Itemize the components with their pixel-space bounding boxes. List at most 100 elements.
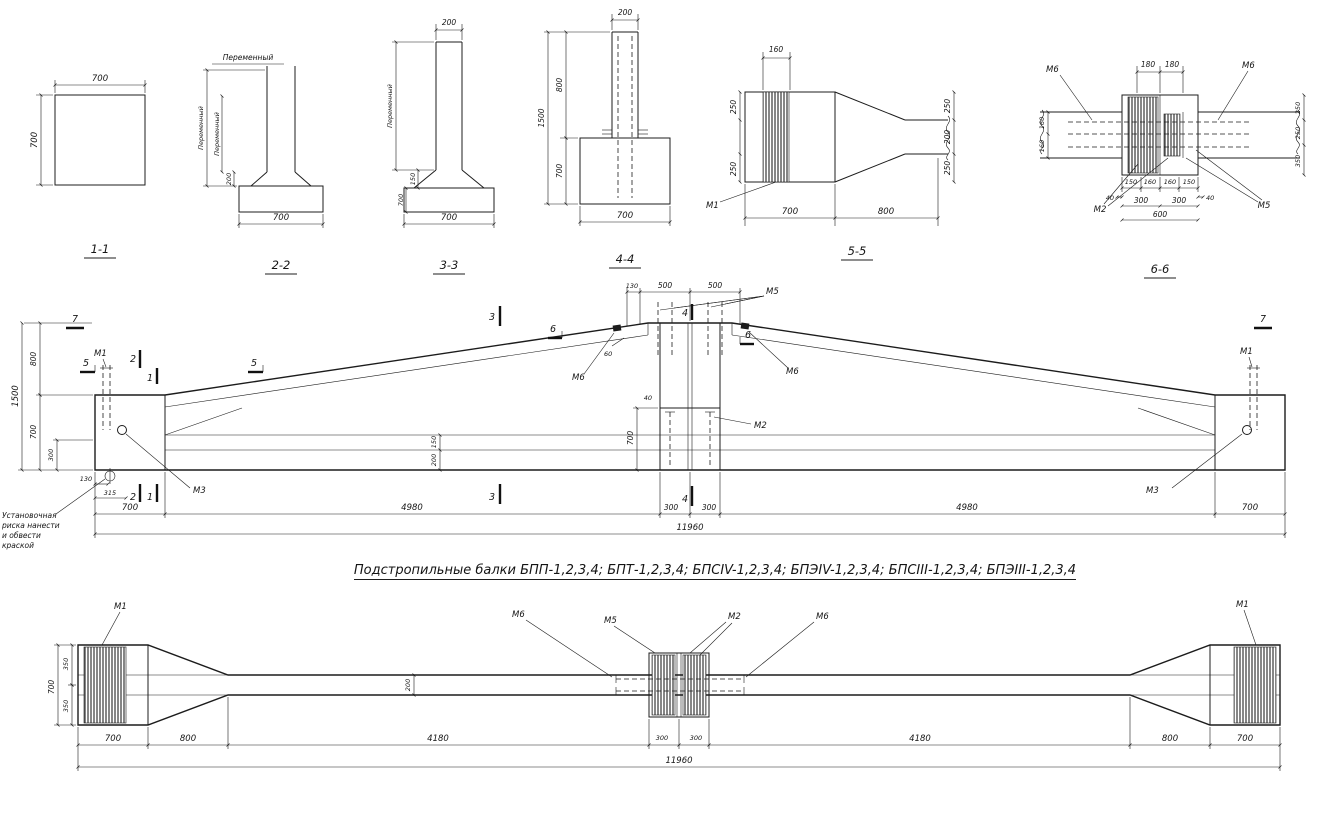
cut-2-bottom: 2 (130, 492, 136, 503)
cut-5-b: 5 (251, 358, 257, 369)
dim-700-bl: 700 (122, 503, 138, 513)
cut-1-bottom: 1 (147, 492, 153, 503)
cut-7-left: 7 (72, 314, 78, 325)
dim-200-top: 200 (618, 8, 633, 17)
dim-60: 60 (604, 350, 612, 358)
dim-160-top: 160 (769, 45, 784, 54)
dim-700-center: 700 (626, 431, 635, 446)
mark-m2: М2 (754, 421, 767, 431)
dim-200-web: 200 (404, 679, 412, 691)
dim-700-bottom: 700 (273, 213, 289, 223)
dim-250-r2: 250 (1294, 127, 1302, 139)
dim-300-a: 300 (664, 503, 679, 512)
dim-250-l1: 250 (729, 100, 738, 115)
dim-1500: 1500 (537, 108, 546, 127)
plan-center-joint (615, 652, 745, 718)
dim-130-top: 130 (626, 282, 638, 290)
cut-1-top: 1 (147, 373, 153, 384)
section-label-5-5: 5-5 (848, 244, 867, 258)
mark-m5: М5 (766, 287, 779, 297)
dim-180-a: 180 (1141, 60, 1156, 69)
mark-m6-left: М6 (572, 373, 585, 383)
dim-300-a: 300 (656, 734, 668, 742)
dim-500-a: 500 (658, 281, 673, 290)
dim-700-b: 700 (1237, 734, 1253, 744)
dim-350-r3: 350 (1294, 155, 1302, 167)
setting-mark-note: Установочная риска нанести и обвести кра… (1, 511, 60, 550)
dim-700-br: 700 (1242, 503, 1258, 513)
var-side2-label: Переменный (213, 112, 221, 156)
note-line-4: краской (2, 541, 34, 550)
dim-800-a: 800 (180, 734, 196, 744)
dim-total-11960: 11960 (665, 756, 692, 766)
cut-markers: 7 7 5 5 2 2 1 1 3 3 6 6 4 4 (24, 304, 1272, 506)
dim-160-l1: 160 (1038, 117, 1046, 129)
dim-1500: 1500 (11, 385, 21, 407)
dim-200-r2: 200 (943, 130, 952, 145)
dim-300-b: 300 (702, 503, 717, 512)
elevation-view: 130 500 500 М5 М6 60 М6 М2 40 700 М1 М1 … (1, 281, 1287, 550)
dim-40: 40 (644, 394, 652, 402)
cut-6-right: 6 (745, 330, 751, 341)
var-side1-label: Переменный (197, 106, 205, 150)
dim-160-a: 160 (1144, 178, 1156, 186)
mark-m2: М2 (1094, 205, 1107, 215)
dim-4980-l: 4980 (401, 503, 423, 513)
dim-4180-b: 4180 (909, 734, 931, 744)
dim-180-b: 180 (1165, 60, 1180, 69)
dim-200-flare: 200 (225, 173, 233, 185)
dim-total-11960: 11960 (676, 523, 703, 533)
var-top-label: Переменный (223, 53, 274, 62)
dim-800-b: 800 (878, 207, 894, 217)
drawing-title: Подстропильные балки БПП-1,2,3,4; БПТ-1,… (330, 561, 1100, 580)
dim-350-a: 350 (62, 658, 70, 670)
dim-700-b: 700 (782, 207, 798, 217)
cut-3-top: 3 (489, 312, 495, 323)
dim-150: 150 (409, 173, 417, 185)
dim-150-b: 150 (1183, 178, 1195, 186)
dim-150-a: 150 (1125, 178, 1137, 186)
dim-250-r1: 250 (943, 99, 952, 114)
cut-4-top: 4 (682, 308, 688, 319)
dim-700-side: 700 (555, 164, 564, 179)
dim-300-a: 300 (1134, 196, 1149, 205)
plan-left-dims: 700 350 350 200 (47, 643, 416, 727)
section-3-3: 200 Переменный 150 700 700 3-3 (386, 18, 496, 275)
flange-dims: 150 200 (430, 433, 442, 472)
section-2-2: Переменный Переменный Переменный 200 700… (197, 53, 325, 275)
bottom-dims: 700 4980 300 300 4980 700 11960 130 315 (80, 472, 1287, 538)
dim-4980-r: 4980 (956, 503, 978, 513)
mark-m1: М1 (706, 201, 719, 211)
cut-2-top: 2 (130, 354, 136, 365)
cut-6-left: 6 (550, 324, 556, 335)
section-4-4: 200 1500 800 700 700 4-4 (537, 8, 672, 269)
mark-m1-right: М1 (1236, 600, 1249, 610)
beam-outline (94, 322, 1286, 471)
dim-160-l2: 160 (1038, 140, 1046, 152)
dim-4180-a: 4180 (427, 734, 449, 744)
dim-40-a: 40 (1106, 194, 1114, 202)
dim-700-top: 700 (92, 74, 108, 84)
mark-m5: М5 (604, 616, 617, 626)
dim-315: 315 (104, 489, 116, 497)
dim-300: 300 (47, 449, 55, 461)
section-5-5: 160 250 250 250 200 250 М1 700 800 5-5 (706, 45, 956, 261)
dim-200: 200 (430, 454, 438, 466)
dim-40-b: 40 (1206, 194, 1214, 202)
section-label-3-3: 3-3 (440, 258, 459, 272)
mark-m3-left: М3 (193, 486, 206, 496)
top-center-dims: 130 500 500 М5 (625, 281, 779, 326)
dim-150: 150 (430, 436, 438, 448)
mark-m6-left: М6 (1046, 65, 1059, 75)
cut-4-bottom: 4 (682, 494, 688, 505)
dim-160-b: 160 (1164, 178, 1176, 186)
sections-row: 700 700 1-1 Переменный Переменный Переме… (30, 8, 1306, 279)
section-6-6: 180 180 М6 М6 160 160 250 250 350 150 16… (1038, 60, 1306, 279)
dim-250-r3: 250 (943, 161, 952, 176)
dim-250-r1: 250 (1294, 102, 1302, 114)
dim-250-l2: 250 (729, 162, 738, 177)
dim-700-left: 700 (30, 132, 40, 148)
plan-labels: М1 М6 М5 М2 М6 М1 (101, 600, 1257, 678)
cut-7-right: 7 (1260, 314, 1266, 325)
